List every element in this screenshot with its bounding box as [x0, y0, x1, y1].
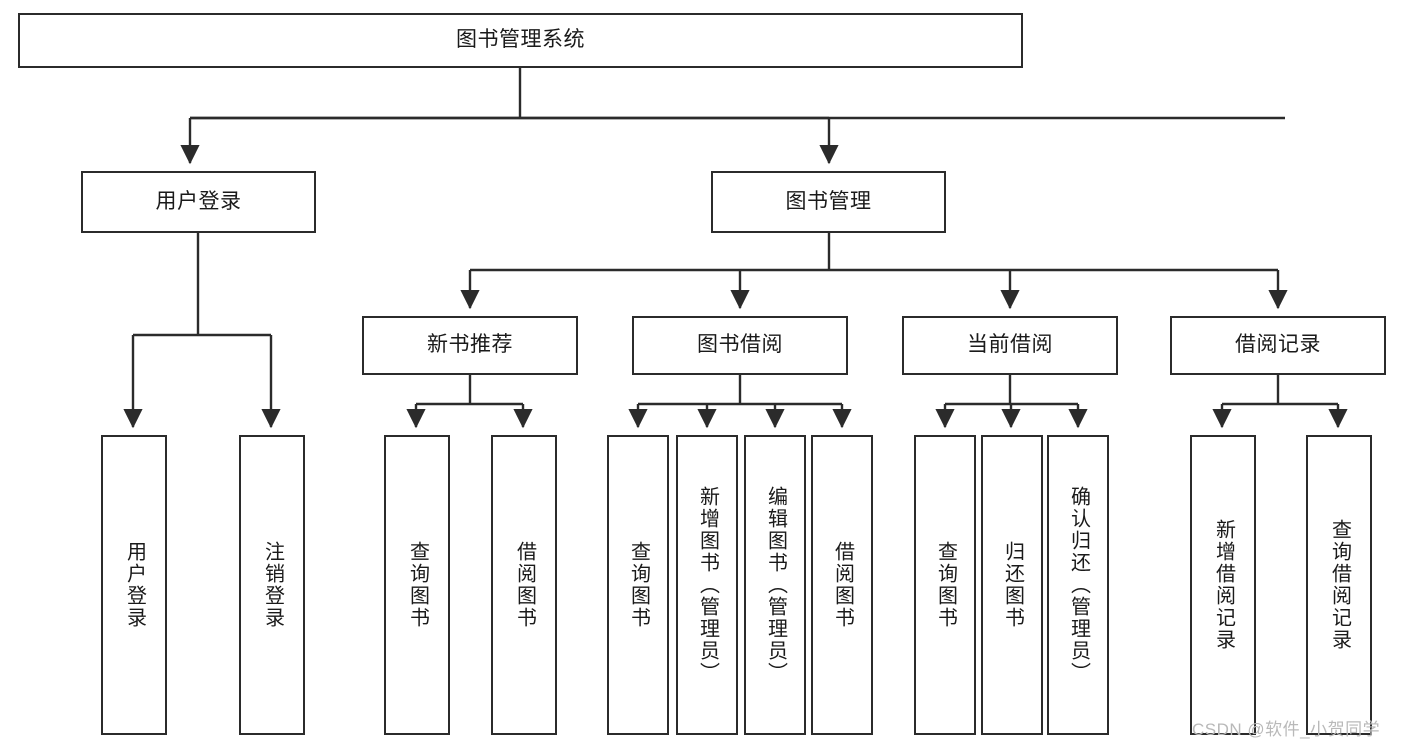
leaf-query-book-3-label: 查询图书	[934, 541, 957, 629]
leaf-user-login[interactable]: 用户登录	[101, 435, 167, 735]
leaf-return-book[interactable]: 归还图书	[981, 435, 1043, 735]
node-book-borrow[interactable]: 图书借阅	[632, 316, 848, 375]
node-new-book-recommend[interactable]: 新书推荐	[362, 316, 578, 375]
leaf-query-book-1[interactable]: 查询图书	[384, 435, 450, 735]
leaf-query-record[interactable]: 查询借阅记录	[1306, 435, 1372, 735]
leaf-confirm-return[interactable]: 确认归还（管理员）	[1047, 435, 1109, 735]
node-book-management-label: 图书管理	[785, 189, 872, 213]
leaf-query-book-3[interactable]: 查询图书	[914, 435, 976, 735]
node-borrow-record-label: 借阅记录	[1235, 333, 1321, 357]
leaf-confirm-return-label: 确认归还（管理员）	[1067, 486, 1090, 684]
leaf-borrow-book-2[interactable]: 借阅图书	[811, 435, 873, 735]
leaf-query-record-label: 查询借阅记录	[1328, 519, 1351, 651]
leaf-add-book[interactable]: 新增图书（管理员）	[676, 435, 738, 735]
leaf-borrow-book-1-label: 借阅图书	[513, 541, 536, 629]
node-user-login-label: 用户登录	[155, 189, 242, 213]
leaf-logout-login[interactable]: 注销登录	[239, 435, 305, 735]
leaf-borrow-book-2-label: 借阅图书	[831, 541, 854, 629]
leaf-borrow-book-1[interactable]: 借阅图书	[491, 435, 557, 735]
node-new-book-recommend-label: 新书推荐	[427, 333, 513, 357]
node-user-login[interactable]: 用户登录	[81, 171, 316, 233]
leaf-edit-book[interactable]: 编辑图书（管理员）	[744, 435, 806, 735]
leaf-return-book-label: 归还图书	[1001, 541, 1024, 629]
leaf-add-record-label: 新增借阅记录	[1212, 519, 1235, 651]
leaf-query-book-1-label: 查询图书	[406, 541, 429, 629]
leaf-edit-book-label: 编辑图书（管理员）	[764, 486, 787, 684]
node-root-label: 图书管理系统	[456, 28, 585, 52]
node-current-borrow[interactable]: 当前借阅	[902, 316, 1118, 375]
node-book-borrow-label: 图书借阅	[697, 333, 783, 357]
leaf-query-book-2[interactable]: 查询图书	[607, 435, 669, 735]
node-borrow-record[interactable]: 借阅记录	[1170, 316, 1386, 375]
leaf-logout-login-label: 注销登录	[261, 541, 284, 629]
leaf-add-record[interactable]: 新增借阅记录	[1190, 435, 1256, 735]
node-book-management[interactable]: 图书管理	[711, 171, 946, 233]
node-current-borrow-label: 当前借阅	[967, 333, 1053, 357]
watermark-text: CSDN @软件_小贺同学	[1192, 720, 1381, 739]
leaf-user-login-label: 用户登录	[123, 541, 146, 629]
leaf-query-book-2-label: 查询图书	[627, 541, 650, 629]
leaf-add-book-label: 新增图书（管理员）	[696, 486, 719, 684]
node-root[interactable]: 图书管理系统	[18, 13, 1023, 68]
